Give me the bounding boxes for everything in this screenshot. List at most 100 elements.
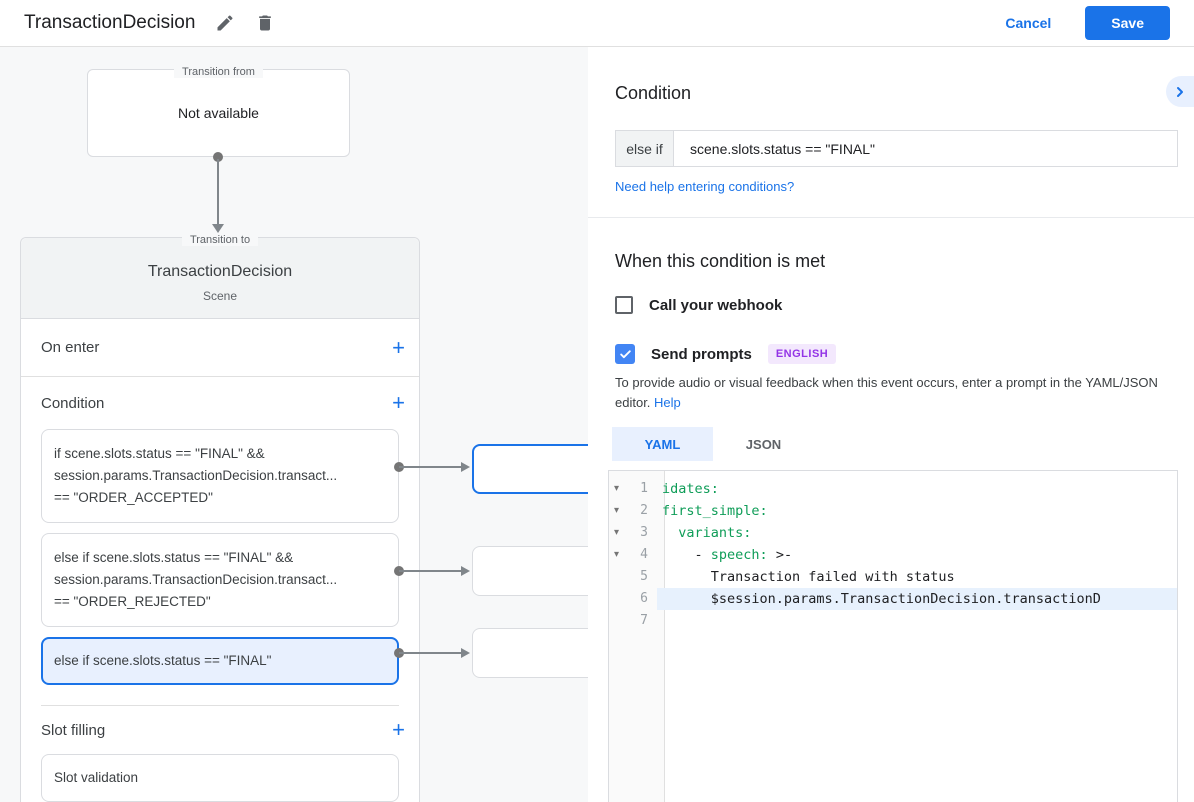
transition-from-legend: Transition from (88, 62, 349, 80)
helper-text: To provide audio or visual feedback when… (615, 375, 1158, 410)
condition-line: == "ORDER_ACCEPTED" (54, 490, 213, 505)
edit-scene-button[interactable] (211, 9, 239, 37)
condition-section-header: Condition + (21, 377, 419, 429)
code-text (657, 610, 1177, 632)
line-number: 6 (640, 591, 648, 606)
help-link[interactable]: Help (654, 395, 681, 410)
code-line: ▾ 1 idates: (609, 478, 1177, 500)
language-badge: ENGLISH (767, 344, 837, 364)
fold-icon (609, 588, 627, 610)
arrow-right-icon (461, 566, 470, 576)
trash-icon (255, 13, 275, 33)
add-condition-button[interactable]: + (392, 390, 405, 415)
add-slot-button[interactable]: + (392, 717, 405, 742)
prompt-helper-text: To provide audio or visual feedback when… (615, 373, 1187, 413)
slot-filling-label: Slot filling (41, 721, 106, 739)
save-button[interactable]: Save (1085, 6, 1170, 40)
scene-type-label: Scene (202, 289, 238, 303)
tab-yaml[interactable]: YAML (612, 427, 713, 461)
when-met-heading: When this condition is met (615, 251, 826, 271)
send-prompts-checkbox[interactable] (615, 344, 635, 364)
arrow-right-icon (461, 462, 470, 472)
code-text: Transaction failed with status (662, 569, 955, 585)
condition-expression-input[interactable] (674, 131, 1177, 166)
line-number: 3 (640, 525, 648, 540)
code-line: ▾ 2 first_simple: (609, 500, 1177, 522)
condition-item-order-accepted[interactable]: if scene.slots.status == "FINAL" && sess… (41, 429, 399, 523)
code-text: idates: (662, 481, 719, 497)
condition-prefix-label: else if (616, 131, 674, 166)
slot-validation-item[interactable]: Slot validation (41, 754, 399, 802)
on-enter-label: On enter (41, 339, 100, 356)
delete-scene-button[interactable] (251, 9, 279, 37)
transition-target-node-2[interactable] (472, 546, 588, 596)
transition-to-legend: Transition to (21, 230, 419, 248)
condition-line: else if scene.slots.status == "FINAL" (54, 653, 272, 668)
line-number: 4 (640, 547, 648, 562)
call-webhook-checkbox[interactable] (615, 296, 633, 314)
slot-item-label: Slot validation (54, 770, 139, 785)
arrow-right-icon (461, 648, 470, 658)
code-text: variants: (662, 525, 752, 541)
send-prompts-label: Send prompts (651, 345, 752, 363)
connector-line (217, 159, 219, 225)
add-on-enter-button[interactable]: + (392, 334, 405, 360)
condition-help-link[interactable]: Need help entering conditions? (615, 179, 795, 194)
transition-from-box[interactable]: Transition from Not available (87, 66, 350, 157)
tab-json[interactable]: JSON (713, 427, 814, 461)
condition-line: if scene.slots.status == "FINAL" && (54, 446, 265, 461)
flow-canvas: Transition from Not available Transition… (0, 47, 588, 802)
transition-from-value: Not available (178, 105, 259, 121)
condition-item-final-selected[interactable]: else if scene.slots.status == "FINAL" (41, 637, 399, 685)
code-text: - speech: >- (662, 547, 793, 563)
fold-icon[interactable]: ▾ (614, 549, 620, 560)
chevron-right-icon (1172, 84, 1188, 100)
code-text: first_simple: (662, 503, 768, 519)
editor-gutter (609, 471, 665, 802)
connector-dot (213, 152, 223, 162)
code-line: 7 (609, 610, 1177, 632)
top-bar: TransactionDecision Cancel Save (0, 0, 1194, 47)
add-icon: + (392, 334, 405, 360)
code-line: ▾ 3 variants: (609, 522, 1177, 544)
collapse-panel-button[interactable] (1166, 76, 1194, 107)
add-icon: + (392, 390, 405, 415)
section-divider (41, 705, 399, 706)
slot-filling-section-header: Slot filling + (21, 706, 419, 754)
page-title: TransactionDecision (24, 12, 196, 33)
pencil-icon (215, 13, 235, 33)
condition-detail-panel: Condition else if Need help entering con… (588, 47, 1194, 802)
condition-expression-field: else if (615, 130, 1178, 167)
transition-to-card: Transition to TransactionDecision Scene … (20, 234, 420, 802)
condition-line: session.params.TransactionDecision.trans… (54, 572, 338, 587)
cancel-button[interactable]: Cancel (1005, 15, 1052, 31)
condition-section-label: Condition (41, 394, 105, 412)
panel-divider (588, 217, 1194, 218)
webhook-row: Call your webhook (615, 296, 782, 314)
fold-icon[interactable]: ▾ (614, 505, 620, 516)
condition-line: else if scene.slots.status == "FINAL" && (54, 550, 294, 565)
condition-panel-heading: Condition (615, 83, 692, 103)
condition-line: == "ORDER_REJECTED" (54, 594, 211, 609)
editor-format-tabs: YAML JSON (612, 427, 814, 461)
scene-card-header: TransactionDecision Scene (21, 238, 419, 319)
code-line: 5 Transaction failed with status (609, 566, 1177, 588)
transition-target-node-1[interactable] (472, 444, 588, 494)
fold-icon (609, 566, 627, 588)
connector-line (399, 652, 461, 654)
fold-icon[interactable]: ▾ (614, 527, 620, 538)
condition-line: session.params.TransactionDecision.trans… (54, 468, 338, 483)
transition-target-node-3[interactable] (472, 628, 588, 678)
code-text: $session.params.TransactionDecision.tran… (657, 588, 1177, 610)
line-number: 7 (640, 613, 648, 628)
code-line: ▾ 4 - speech: >- (609, 544, 1177, 566)
connector-line (399, 466, 461, 468)
condition-item-order-rejected[interactable]: else if scene.slots.status == "FINAL" &&… (41, 533, 399, 627)
line-number: 1 (640, 481, 648, 496)
fold-icon[interactable]: ▾ (614, 483, 620, 494)
code-line-active: 6 $session.params.TransactionDecision.tr… (609, 588, 1177, 610)
add-icon: + (392, 717, 405, 742)
yaml-code-editor[interactable]: ▾ 1 idates: ▾ 2 first_simple: ▾ 3 varian… (608, 470, 1178, 802)
send-prompts-row: Send prompts ENGLISH (615, 344, 837, 364)
